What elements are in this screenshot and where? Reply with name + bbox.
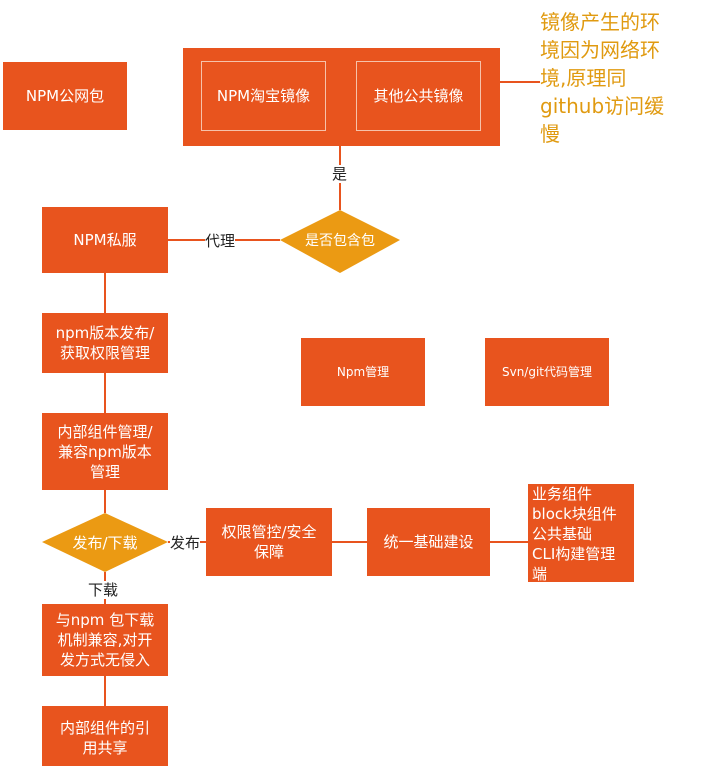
mirrors-group-node: NPM淘宝镜像 其他公共镜像: [183, 48, 500, 146]
decision-contains-pkg-label: 是否包含包: [305, 233, 375, 249]
npm-manage-node: Npm管理: [301, 338, 425, 406]
svn-git-manage-node: Svn/git代码管理: [485, 338, 609, 406]
decision-publish-download-label: 发布/下载: [72, 533, 138, 552]
npm-download-compat-node: 与npm 包下载 机制兼容,对开 发方式无侵入: [42, 604, 168, 676]
edge-label-proxy: 代理: [205, 232, 236, 250]
internal-ref-share-node: 内部组件的引 用共享: [42, 706, 168, 766]
edge-label-download: 下载: [88, 581, 119, 599]
other-mirror-node: 其他公共镜像: [356, 61, 481, 131]
version-publish-node: npm版本发布/ 获取权限管理: [42, 313, 168, 373]
business-components-node: 业务组件 block块组件 公共基础 CLI构建管理 端: [528, 484, 634, 582]
unified-infra-node: 统一基础建设: [367, 508, 490, 576]
connector-lines: [42, 81, 540, 706]
edge-label-publish: 发布: [170, 534, 201, 552]
edge-label-yes: 是: [332, 165, 348, 183]
internal-component-node: 内部组件管理/ 兼容npm版本 管理: [42, 413, 168, 490]
npm-public-package-node: NPM公网包: [3, 62, 127, 130]
permission-security-node: 权限管控/安全 保障: [206, 508, 332, 576]
decision-contains-pkg: [280, 210, 400, 273]
npm-private-server-node: NPM私服: [42, 207, 168, 273]
decision-publish-download: [42, 513, 168, 572]
mirror-annotation: 镜像产生的环 境因为网络环 境,原理同 github访问缓 慢: [540, 10, 665, 146]
taobao-mirror-node: NPM淘宝镜像: [201, 61, 326, 131]
